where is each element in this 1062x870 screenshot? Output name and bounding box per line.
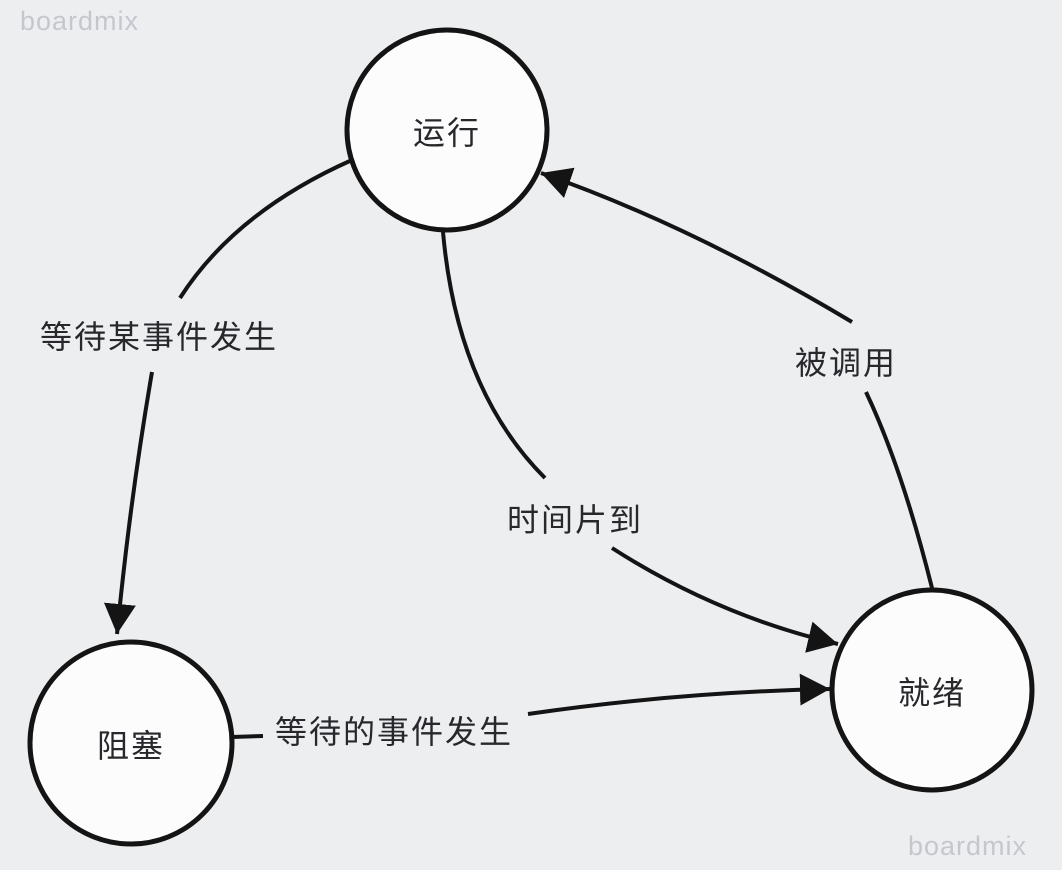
boardmix-watermark-top-left: boardmix — [20, 6, 140, 36]
state-node-ready[interactable] — [829, 587, 1035, 793]
edge-scheduled-lower[interactable] — [864, 391, 934, 589]
edge-event-occurred-arrow[interactable] — [527, 673, 831, 716]
edge-label-event-occurred[interactable]: 等待的事件发生 — [275, 714, 514, 750]
edge-time-slice-upper[interactable] — [441, 231, 547, 480]
edge-label-time-slice[interactable]: 时间片到 — [507, 502, 644, 538]
node-label-ready[interactable]: 就绪 — [897, 675, 967, 711]
boardmix-watermark-bottom-right: boardmix — [908, 831, 1028, 861]
edge-time-slice-arrow[interactable] — [610, 546, 839, 653]
edge-event-occurred-stub[interactable] — [231, 734, 264, 739]
edge-wait-for-event-upper[interactable] — [178, 158, 353, 300]
node-label-running[interactable]: 运行 — [412, 115, 482, 151]
edge-label-wait-for-event[interactable]: 等待某事件发生 — [40, 319, 279, 355]
edge-wait-for-event-arrow[interactable] — [103, 371, 154, 635]
state-node-blocked[interactable] — [27, 639, 235, 847]
edge-label-scheduled[interactable]: 被调用 — [795, 345, 898, 381]
state-node-running[interactable] — [344, 27, 550, 233]
node-label-blocked[interactable]: 阻塞 — [96, 728, 166, 764]
edge-scheduled-arrow[interactable] — [540, 167, 854, 324]
